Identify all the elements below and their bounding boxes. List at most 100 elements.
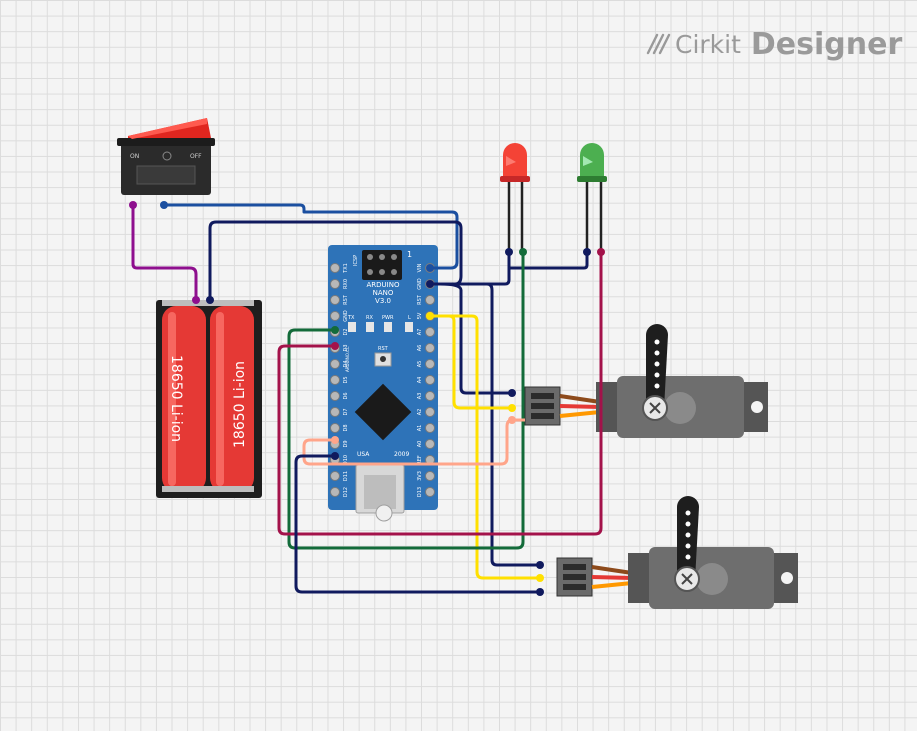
- pin-label-a4: A4: [417, 377, 423, 384]
- battery-holder[interactable]: 18650 Li-ion 18650 Li-ion: [156, 300, 262, 498]
- switch-rocker-shade: [128, 118, 207, 139]
- pin-d12[interactable]: [330, 487, 340, 497]
- board-name-line3: V3.0: [375, 297, 391, 305]
- battery-cell-1-label: 18650 Li-ion: [168, 355, 184, 442]
- reset-button-cap: [380, 356, 386, 362]
- pin-a1[interactable]: [425, 423, 435, 433]
- pin-label-5v: 5V: [417, 312, 423, 319]
- pin-label-tx1: TX1: [343, 263, 349, 274]
- led-label-rx: RX: [366, 315, 373, 321]
- arduino-nano[interactable]: ICSP 1 ARDUINO NANO V3.0 TX RX PWR L RST…: [328, 245, 438, 522]
- pin-label-d5: D5: [343, 376, 349, 383]
- pin-label-a1: A1: [417, 425, 423, 432]
- pin-label-d6: D6: [343, 392, 349, 399]
- rst-label: RST: [378, 346, 389, 352]
- icsp-pins: [367, 254, 397, 275]
- wire-d2-green-led[interactable]: [287, 252, 525, 550]
- pin1-label: 1: [407, 250, 412, 259]
- pin-label-d9: D9: [343, 440, 349, 447]
- led-green[interactable]: [577, 143, 607, 252]
- pin-tx1[interactable]: [330, 263, 340, 273]
- year-label: 2009: [394, 451, 409, 458]
- onboard-leds: [348, 322, 413, 332]
- pin-a2[interactable]: [425, 407, 435, 417]
- wire-5v-servo2[interactable]: [430, 314, 540, 580]
- pin-label-a3: A3: [417, 393, 423, 400]
- battery-cell-2-highlight: [216, 312, 224, 486]
- board-name-line1: ARDUINO: [367, 281, 400, 289]
- pin-rst[interactable]: [330, 295, 340, 305]
- wires[interactable]: [131, 203, 603, 594]
- pin-label-a2: A2: [417, 409, 423, 416]
- rocker-switch[interactable]: ON OFF: [117, 118, 215, 195]
- pin-a0[interactable]: [425, 439, 435, 449]
- pin-label-d8: D8: [343, 424, 349, 431]
- wire-gnd-leds[interactable]: [430, 252, 589, 286]
- pin-d7[interactable]: [330, 407, 340, 417]
- led-label-l: L: [408, 315, 411, 321]
- pin-label-a7: A7: [417, 329, 423, 336]
- pin-a7[interactable]: [425, 327, 435, 337]
- side-label: ARDUINO.CC: [345, 346, 350, 372]
- servo-2[interactable]: [556, 496, 798, 609]
- pin-label-d10: D10: [343, 455, 349, 465]
- pin-d11[interactable]: [330, 471, 340, 481]
- board-name-line2: NANO: [373, 289, 394, 297]
- pin-rx0[interactable]: [330, 279, 340, 289]
- led-label-pwr: PWR: [382, 315, 394, 321]
- icsp-label: ICSP: [353, 255, 359, 266]
- led-red[interactable]: [500, 143, 530, 252]
- pin-a4[interactable]: [425, 375, 435, 385]
- wire-gnd-servo2[interactable]: [461, 282, 540, 567]
- pin-d5[interactable]: [330, 375, 340, 385]
- logo-brand: Cirkit: [675, 29, 741, 59]
- arduino-board: [328, 245, 438, 510]
- pin-label-d3: D3: [343, 344, 349, 351]
- battery-cell-1-highlight: [168, 312, 176, 486]
- wire-switch-vin[interactable]: [164, 203, 459, 270]
- pin-a6[interactable]: [425, 343, 435, 353]
- pin-gnd[interactable]: [330, 311, 340, 321]
- servo-2-horn: [677, 496, 699, 580]
- pin-d6[interactable]: [330, 391, 340, 401]
- pin-label-gnd: GND: [417, 278, 423, 290]
- pin-rst[interactable]: [425, 295, 435, 305]
- pin-label-d2: D2: [343, 328, 349, 335]
- pin-d8[interactable]: [330, 423, 340, 433]
- pin-a3[interactable]: [425, 391, 435, 401]
- wire-junctions: [129, 201, 605, 596]
- cirkit-designer-logo: Cirkit Designer: [645, 24, 902, 64]
- pin-d4[interactable]: [330, 359, 340, 369]
- pin-label-rst: RST: [343, 294, 349, 305]
- pin-label-a6: A6: [417, 345, 423, 352]
- nano-pins[interactable]: TX1RX0RSTGNDD2D3D4D5D6D7D8D9D10D11D12VIN…: [330, 263, 435, 497]
- led-label-tx: TX: [347, 315, 355, 321]
- wire-battery-gnd[interactable]: [208, 220, 463, 300]
- switch-center-dot: [162, 151, 172, 161]
- wire-d3-red-led[interactable]: [277, 252, 603, 536]
- usb-port: [364, 475, 396, 509]
- usa-label: USA: [357, 451, 370, 458]
- wire-d10-servo2[interactable]: [294, 454, 540, 594]
- pin-label-d7: D7: [343, 408, 349, 415]
- logo-icon: [646, 33, 671, 55]
- switch-on-label: ON: [130, 153, 139, 160]
- pin-label-d11: D11: [343, 471, 349, 481]
- pin-label-d13: D13: [417, 487, 423, 497]
- pin-a5[interactable]: [425, 359, 435, 369]
- wire-d9-servo1[interactable]: [302, 418, 525, 466]
- wire-switch-battery[interactable]: [131, 205, 198, 300]
- switch-bezel: [117, 138, 215, 146]
- pin-label-vin: VIN: [417, 263, 423, 272]
- pin-d13[interactable]: [425, 487, 435, 497]
- battery-cell-2-label: 18650 Li-ion: [232, 361, 248, 448]
- pin-3v3[interactable]: [425, 471, 435, 481]
- switch-window: [136, 165, 196, 185]
- pin-label-rx0: RX0: [343, 279, 349, 289]
- pin-label-a5: A5: [417, 361, 423, 368]
- wire-gnd-servo1[interactable]: [439, 282, 512, 395]
- pin-label-3v3: 3V3: [417, 471, 423, 481]
- servo-1[interactable]: [524, 324, 768, 438]
- logo-product: Designer: [750, 26, 903, 62]
